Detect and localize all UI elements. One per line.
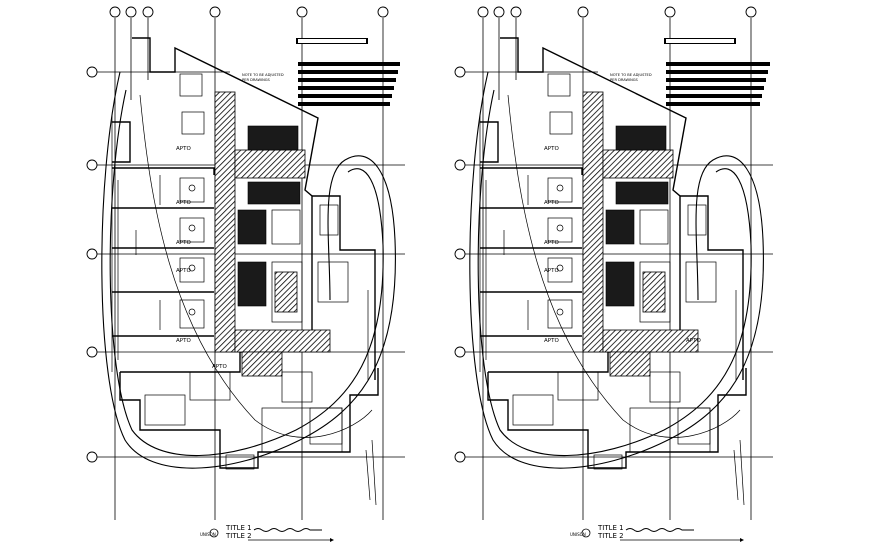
grid-bubble	[477, 6, 489, 18]
grid-bubble	[296, 6, 308, 18]
drawing-subtitle: TITLE 2	[597, 532, 624, 540]
grid-bubble	[209, 6, 221, 18]
annotation-note: NOTE TO BE ADJUSTED	[610, 73, 652, 77]
grid-bubble	[664, 6, 676, 18]
plan-geometry	[469, 37, 765, 506]
grid-bubble	[377, 6, 389, 18]
grid-bubble	[454, 159, 466, 171]
grid-bubble	[109, 6, 121, 18]
legend-bars	[296, 38, 400, 106]
room-label: APTO	[544, 268, 559, 274]
room-label: APTO	[544, 200, 559, 206]
annotation-note: PER DRAWINGS	[242, 78, 271, 82]
room-label: APTO	[176, 338, 191, 344]
grid-bubble	[510, 6, 522, 18]
room-label: APTO	[544, 240, 559, 246]
grid-bubble	[86, 66, 98, 78]
annotation-note: NOTE TO BE ADJUSTED	[242, 73, 284, 77]
room-label: APTO	[686, 338, 701, 344]
drawing-title: TITLE 1	[597, 524, 624, 532]
grid-bubble	[142, 6, 154, 18]
drawing-title: TITLE 1	[225, 524, 252, 532]
grid-bubble	[86, 248, 98, 260]
room-label: APTO	[176, 240, 191, 246]
grid-bubble	[454, 346, 466, 358]
grid-bubble	[577, 6, 589, 18]
room-label: APTO	[176, 200, 191, 206]
grid-bubble	[454, 451, 466, 463]
drawing-subtitle: TITLE 2	[225, 532, 252, 540]
grid-bubble	[745, 6, 757, 18]
grid-bubble	[86, 159, 98, 171]
grid-bubble	[454, 248, 466, 260]
grid-bubble	[454, 66, 466, 78]
room-label: APTO	[212, 364, 227, 370]
plan-geometry	[101, 37, 397, 506]
grid-bubble	[125, 6, 137, 18]
room-label: APTO	[544, 146, 559, 152]
floor-plan-right: NOTE TO BE ADJUSTED PER DRAWINGS APTO AP…	[454, 6, 773, 542]
grid-bubble	[86, 451, 98, 463]
grid-bubbles-left	[454, 66, 466, 463]
grid-bubbles-left	[86, 66, 98, 463]
legend-bars	[664, 38, 770, 106]
room-label: APTO	[176, 146, 191, 152]
title-block: UNISON TITLE 1 TITLE 2	[570, 524, 744, 542]
grid-bubble	[86, 346, 98, 358]
floor-plan-left: NOTE TO BE ADJUSTED PER DRAWINGS APTO AP…	[86, 6, 405, 542]
grid-bubbles-top	[109, 6, 389, 18]
annotation-note: PER DRAWINGS	[610, 78, 639, 82]
scale-label: UNISON	[200, 532, 216, 537]
scale-label: UNISON	[570, 532, 586, 537]
grid-bubbles-top	[477, 6, 757, 18]
room-label: APTO	[176, 268, 191, 274]
room-label: APTO	[544, 338, 559, 344]
title-block: UNISON TITLE 1 TITLE 2	[200, 524, 334, 542]
grid-bubble	[493, 6, 505, 18]
